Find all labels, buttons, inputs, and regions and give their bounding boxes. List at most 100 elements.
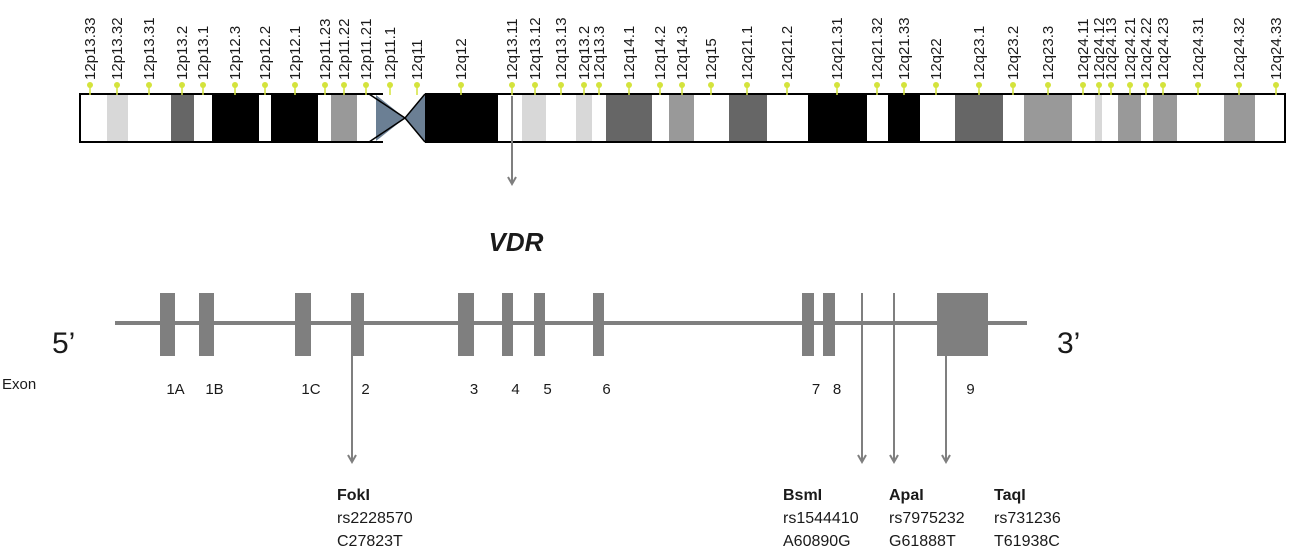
exon-box bbox=[802, 293, 814, 356]
band-label: 12q23.1 bbox=[971, 26, 988, 80]
exon-box bbox=[502, 293, 513, 356]
band-tick-dot bbox=[1096, 82, 1102, 88]
five-prime-label: 5’ bbox=[52, 327, 75, 360]
band-label: 12q21.1 bbox=[739, 26, 756, 80]
band-label: 12p11.1 bbox=[382, 27, 399, 80]
band-rects bbox=[80, 95, 1285, 141]
band-tick-dot bbox=[1108, 82, 1114, 88]
chromosome-band bbox=[694, 95, 729, 141]
band-label: 12p11.22 bbox=[336, 19, 353, 80]
chromosome-band bbox=[669, 95, 694, 141]
band-tick-dot bbox=[532, 82, 538, 88]
band-label: 12q21.2 bbox=[779, 26, 796, 80]
snp-name: FokI bbox=[337, 487, 370, 504]
chromosome-band bbox=[592, 95, 606, 141]
exon-label: 5 bbox=[543, 381, 551, 398]
chromosome-band bbox=[808, 95, 867, 141]
band-tick-dot bbox=[626, 82, 632, 88]
band-label: 12q15 bbox=[703, 38, 720, 80]
band-tick-dot bbox=[976, 82, 982, 88]
snp-change: C27823T bbox=[337, 533, 403, 549]
chromosome-band bbox=[425, 95, 498, 141]
chromosome-band bbox=[128, 95, 171, 141]
band-label: 12q24.13 bbox=[1103, 17, 1120, 80]
exon-label: 7 bbox=[812, 381, 820, 398]
band-tick-dot bbox=[1236, 82, 1242, 88]
exon-label: 4 bbox=[511, 381, 519, 398]
exon-label: 9 bbox=[966, 381, 974, 398]
band-tick-dot bbox=[901, 82, 907, 88]
snp-bsmi: BsmI rs1544410 A60890G bbox=[783, 487, 859, 549]
band-tick-dot bbox=[933, 82, 939, 88]
band-tick-dot bbox=[87, 82, 93, 88]
band-label: 12q13.11 bbox=[504, 19, 521, 80]
chromosome-band bbox=[498, 95, 522, 141]
band-label: 12q14.3 bbox=[674, 26, 691, 80]
band-label: 12q24.23 bbox=[1155, 17, 1172, 80]
band-tick-dot bbox=[784, 82, 790, 88]
band-ticks bbox=[87, 82, 1279, 95]
band-tick-dot bbox=[363, 82, 369, 88]
chromosome-band bbox=[888, 95, 920, 141]
chromosome-band bbox=[955, 95, 1003, 141]
band-tick-dot bbox=[834, 82, 840, 88]
band-tick-dot bbox=[200, 82, 206, 88]
band-label: 12q24.21 bbox=[1122, 17, 1139, 80]
band-tick-dot bbox=[679, 82, 685, 88]
exon-box bbox=[534, 293, 545, 356]
exon-box bbox=[593, 293, 604, 356]
chromosome-band bbox=[331, 95, 357, 141]
band-tick-dot bbox=[262, 82, 268, 88]
chromosome-band bbox=[1118, 95, 1141, 141]
band-label: 12q11 bbox=[409, 39, 426, 80]
exon-label: 1B bbox=[205, 381, 223, 398]
band-tick-dot bbox=[458, 82, 464, 88]
band-tick-dot bbox=[1127, 82, 1133, 88]
band-tick-dot bbox=[744, 82, 750, 88]
band-tick-dot bbox=[232, 82, 238, 88]
chromosome-band bbox=[652, 95, 669, 141]
chromosome-band bbox=[729, 95, 767, 141]
chromosome-band bbox=[546, 95, 576, 141]
chromosome-band bbox=[867, 95, 888, 141]
chromosome-band bbox=[107, 95, 128, 141]
band-tick-dot bbox=[1273, 82, 1279, 88]
band-label: 12q21.31 bbox=[829, 17, 846, 80]
band-label: 12p12.2 bbox=[257, 26, 274, 80]
band-tick-dot bbox=[596, 82, 602, 88]
band-label: 12p12.3 bbox=[227, 26, 244, 80]
band-tick-dot bbox=[581, 82, 587, 88]
band-tick-dot bbox=[1045, 82, 1051, 88]
band-label: 12q14.1 bbox=[621, 26, 638, 80]
chromosome-band bbox=[576, 95, 592, 141]
band-label: 12q13.2 bbox=[576, 26, 593, 80]
band-tick-dot bbox=[179, 82, 185, 88]
snp-name: BsmI bbox=[783, 487, 822, 504]
three-prime-label: 3’ bbox=[1057, 327, 1080, 360]
centromere-q bbox=[405, 95, 425, 141]
chromosome-band bbox=[606, 95, 652, 141]
exon-label: 1C bbox=[301, 381, 320, 398]
band-label: 12q24.31 bbox=[1190, 17, 1207, 80]
band-label: 12q24.32 bbox=[1231, 17, 1248, 80]
exon-box bbox=[937, 293, 988, 356]
band-label: 12q21.33 bbox=[896, 17, 913, 80]
chromosome-band bbox=[1072, 95, 1095, 141]
chromosome-band bbox=[1255, 95, 1285, 141]
snp-rsid: rs1544410 bbox=[783, 510, 859, 527]
band-label: 12q24.33 bbox=[1268, 17, 1285, 80]
chromosome-band bbox=[1003, 95, 1024, 141]
snp-change: A60890G bbox=[783, 533, 851, 549]
band-tick-dot bbox=[509, 82, 515, 88]
band-tick-dot bbox=[657, 82, 663, 88]
band-label: 12p11.23 bbox=[317, 19, 334, 80]
band-label: 12q22 bbox=[928, 38, 945, 80]
exon-box bbox=[823, 293, 835, 356]
exon-label: 8 bbox=[833, 381, 841, 398]
exon-box bbox=[199, 293, 214, 356]
